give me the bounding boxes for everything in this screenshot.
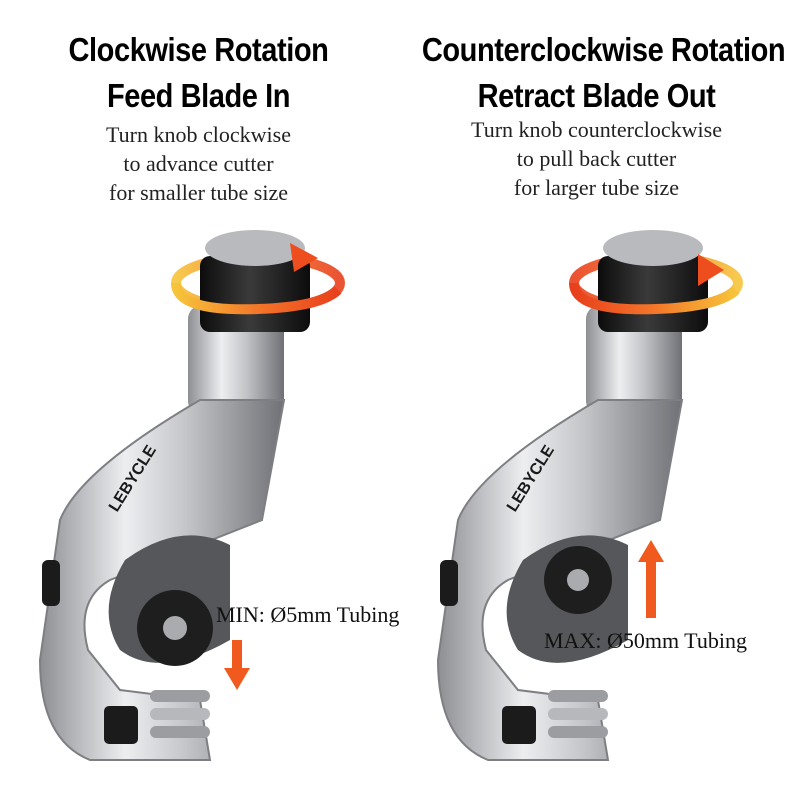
counterclockwise-desc-line3: for larger tube size	[513, 175, 680, 200]
arrow-down-icon	[224, 640, 250, 690]
tube-cutter-image-right	[436, 230, 743, 761]
rollers	[150, 690, 210, 738]
shaft	[188, 305, 284, 415]
arrow-up-icon	[638, 540, 664, 618]
side-pad	[440, 560, 458, 606]
retract-blade-title: Retract Blade Out	[477, 77, 716, 114]
counterclockwise-panel: Counterclockwise Rotation Retract Blade …	[398, 0, 795, 812]
knob-cap	[603, 230, 703, 266]
rotation-arrow-head	[290, 243, 318, 272]
clockwise-desc-line2: to advance cutter	[123, 151, 274, 176]
counterclockwise-desc-line2: to pull back cutter	[516, 146, 677, 171]
clockwise-desc-line3: for smaller tube size	[109, 180, 288, 205]
feed-blade-title: Feed Blade In	[106, 77, 291, 114]
cutter-body	[38, 399, 286, 761]
side-pad	[42, 560, 60, 606]
rollers	[548, 690, 608, 738]
bottom-pad	[502, 706, 536, 744]
blade-hub	[163, 616, 187, 640]
knob-cap	[205, 230, 305, 266]
max-size-label: MAX: Ø50mm Tubing	[544, 628, 747, 653]
rotation-ring-front	[171, 282, 342, 315]
knob	[598, 256, 708, 332]
shaft	[586, 305, 682, 415]
clockwise-panel: Clockwise Rotation Feed Blade In Turn kn…	[0, 0, 400, 812]
rotation-ring-front	[569, 282, 740, 315]
clockwise-desc-line1: Turn knob clockwise	[106, 122, 291, 147]
min-size-label: MIN: Ø5mm Tubing	[216, 602, 400, 627]
bottom-pad	[104, 706, 138, 744]
blade-hub	[567, 569, 589, 591]
counterclockwise-desc-line1: Turn knob counterclockwise	[471, 117, 722, 142]
tube-cutter-image-left	[38, 230, 345, 761]
clockwise-title: Clockwise Rotation	[68, 31, 329, 68]
cutter-body	[436, 399, 684, 761]
rotation-arrow-head	[698, 254, 724, 286]
counterclockwise-title: Counterclockwise Rotation	[421, 31, 786, 68]
